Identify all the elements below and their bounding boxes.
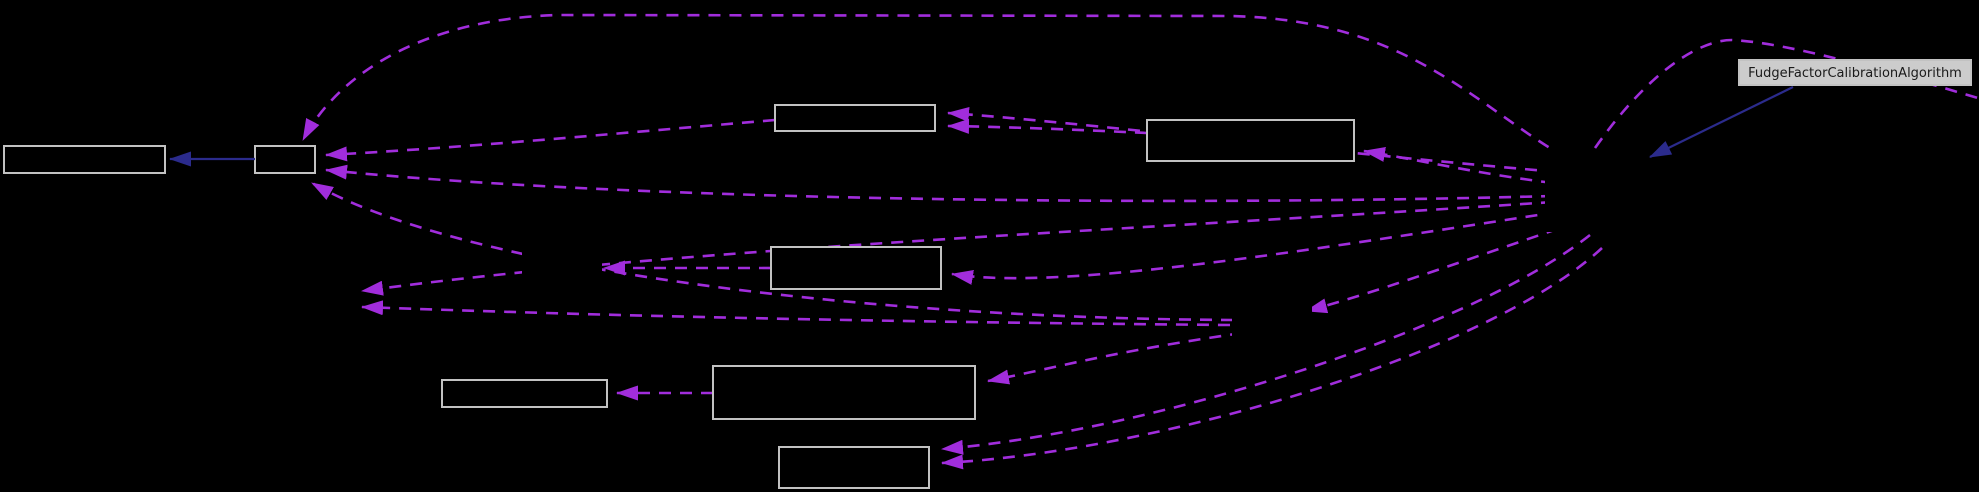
edge-usage-top-center-to-hub	[325, 118, 776, 162]
node-bottom[interactable]	[778, 446, 930, 489]
edge-usage-hiddenB-to-hub	[311, 181, 1234, 322]
edge-usage-hiddenA-to-bottom-lower	[941, 247, 1603, 470]
node-hidden-a	[1545, 150, 1655, 232]
node-small-left[interactable]	[441, 379, 608, 408]
node-large-bottom[interactable]	[712, 365, 976, 420]
node-top-right[interactable]	[1146, 119, 1355, 162]
node-hub[interactable]	[254, 145, 316, 174]
edge-usage-top-right-to-top-center	[947, 118, 1148, 135]
node-hidden-d	[522, 250, 602, 288]
node-middle[interactable]	[770, 246, 942, 290]
node-fudge-factor-label: FudgeFactorCalibrationAlgorithm	[1748, 66, 1962, 81]
edge-inherit-fudge-to-hiddenA	[1649, 86, 1794, 158]
edge-usage-hiddenA-to-middle	[951, 210, 1559, 285]
edge-usage-hiddenA-to-hiddenB	[1305, 220, 1579, 314]
edge-usage-hiddenA-to-hub-middle	[325, 164, 1554, 203]
edge-usage-hiddenA-to-bottom-upper	[941, 233, 1591, 455]
node-hidden-c	[282, 284, 360, 324]
node-fudge-factor[interactable]	[1738, 59, 1972, 86]
edge-usage-hiddenB-to-large-bottom	[987, 331, 1243, 385]
edge-usage-hiddenA-to-offscreen-right	[1593, 38, 1979, 149]
node-base-left[interactable]	[3, 145, 166, 174]
edge-usage-hiddenA-to-top-center	[947, 106, 1559, 174]
edge-usage-hiddenA-to-hiddenC	[361, 200, 1554, 296]
edge-usage-hiddenA-to-hub-over-top	[301, 13, 1586, 170]
edge-usage-hiddenA-to-top-right	[1363, 147, 1554, 185]
node-top-center[interactable]	[774, 104, 936, 132]
node-hidden-b	[1232, 300, 1312, 345]
edge-usage-hiddenB-to-hiddenC	[361, 300, 1231, 327]
